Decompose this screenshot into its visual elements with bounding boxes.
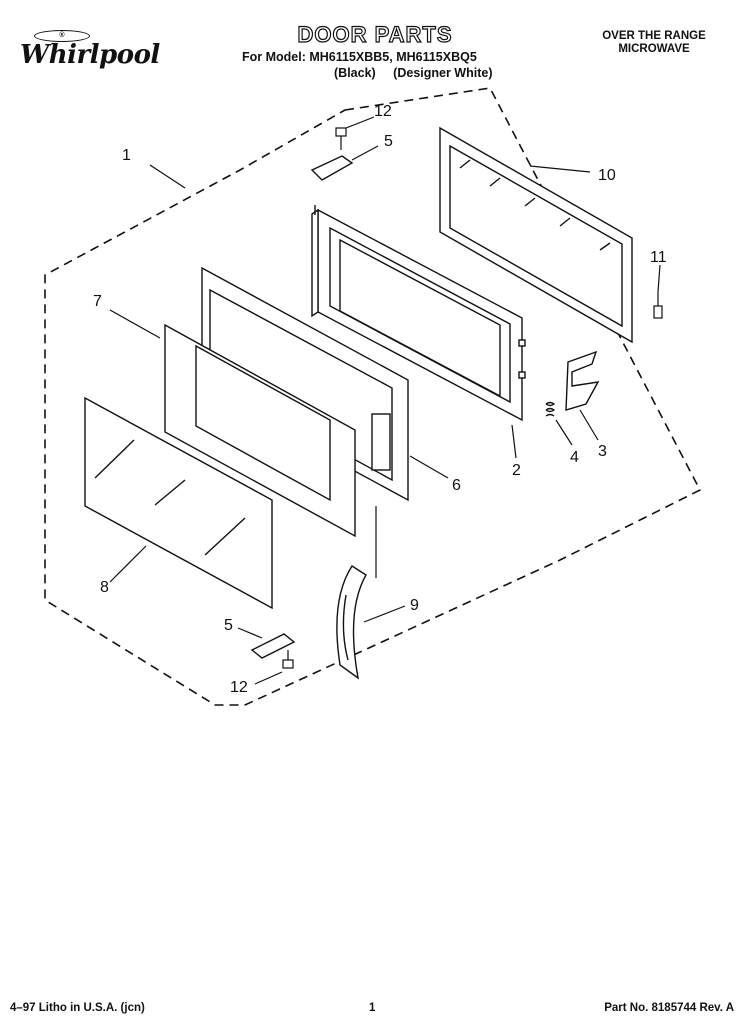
callout-8: 8 xyxy=(100,579,109,596)
callout-3: 3 xyxy=(598,443,607,460)
callout-10: 10 xyxy=(598,167,616,184)
model-variants: (Black) (Designer White) xyxy=(334,66,506,80)
page-number: 1 xyxy=(369,1002,376,1014)
part-2-inner-door xyxy=(311,205,526,422)
part-11-screw xyxy=(653,292,663,319)
part-4-spring xyxy=(545,401,556,417)
part-3-latch xyxy=(565,350,600,411)
part-5-hinge-top xyxy=(310,155,354,181)
logo-wordmark: Whirlpool xyxy=(20,40,160,70)
page-title: DOOR PARTS xyxy=(297,21,453,47)
whirlpool-logo: ® Whirlpool xyxy=(20,30,160,78)
part-12-screw-bottom xyxy=(282,650,294,669)
assembly-boundary-dashed xyxy=(44,87,702,706)
callout-12-bottom: 12 xyxy=(230,679,248,696)
part-8-glass-panel xyxy=(84,396,273,610)
print-info: 4–97 Litho in U.S.A. (jcn) xyxy=(10,1002,145,1014)
variant-black: (Black) xyxy=(334,66,376,80)
category-line-1: OVER THE RANGE xyxy=(602,30,706,42)
logo-badge: ® xyxy=(34,30,90,42)
variant-white: (Designer White) xyxy=(393,66,493,80)
part-12-screw-top xyxy=(335,127,347,150)
part-10-seal-frame xyxy=(439,126,633,344)
part-5-hinge-bottom xyxy=(250,633,296,659)
category-line-2: MICROWAVE xyxy=(618,43,690,55)
callout-9: 9 xyxy=(410,597,419,614)
callout-6: 6 xyxy=(452,477,461,494)
callout-1: 1 xyxy=(122,147,131,164)
part-number: Part No. 8185744 Rev. A xyxy=(604,1002,734,1014)
callout-5-bottom: 5 xyxy=(224,617,233,634)
callout-5-top: 5 xyxy=(384,133,393,150)
part-9-door-handle xyxy=(336,565,367,680)
product-category: OVER THE RANGE MICROWAVE xyxy=(584,30,724,56)
part-7-door-frame xyxy=(164,323,356,538)
callout-2: 2 xyxy=(512,462,521,479)
callout-11: 11 xyxy=(650,249,667,266)
model-numbers: For Model: MH6115XBB5, MH6115XBQ5 xyxy=(242,50,477,64)
callout-12-top: 12 xyxy=(374,103,392,120)
leader-lines xyxy=(109,116,661,685)
callout-4: 4 xyxy=(570,449,579,466)
callout-7: 7 xyxy=(93,293,102,310)
